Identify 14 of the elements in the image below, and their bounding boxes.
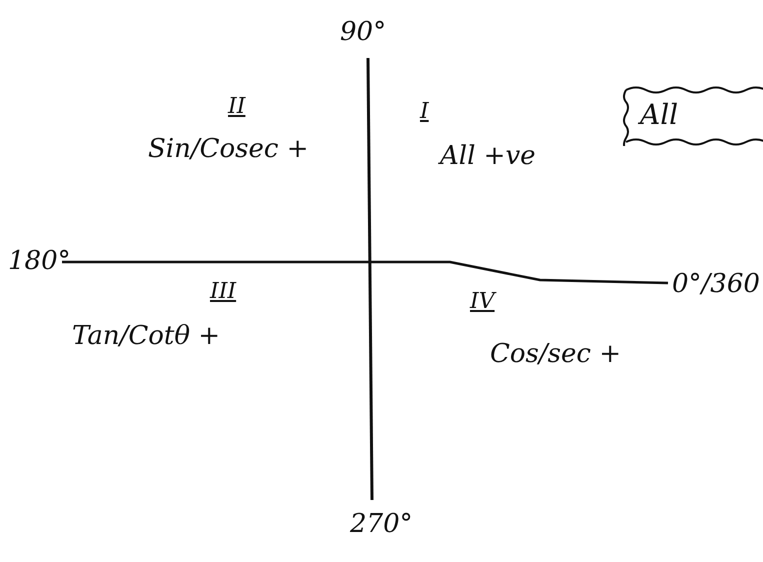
angle-label: 0°/360	[672, 270, 760, 299]
angle-label: 270°	[350, 510, 413, 539]
quadrant-note: Cos/sec +	[490, 340, 621, 369]
wavy-note-box	[622, 84, 763, 146]
note-text: All	[640, 98, 678, 131]
quadrant-note: Tan/Cotθ +	[72, 322, 220, 351]
angle-label: 90°	[340, 18, 386, 47]
angle-label: 180°	[8, 247, 71, 276]
quadrant-note: All +ve	[440, 142, 536, 171]
quadrant-numeral: I	[420, 100, 429, 124]
quadrant-numeral: III	[210, 280, 236, 304]
quadrant-note: Sin/Cosec +	[148, 135, 309, 164]
quadrant-numeral: IV	[470, 290, 495, 314]
quadrant-numeral: II	[228, 95, 246, 120]
